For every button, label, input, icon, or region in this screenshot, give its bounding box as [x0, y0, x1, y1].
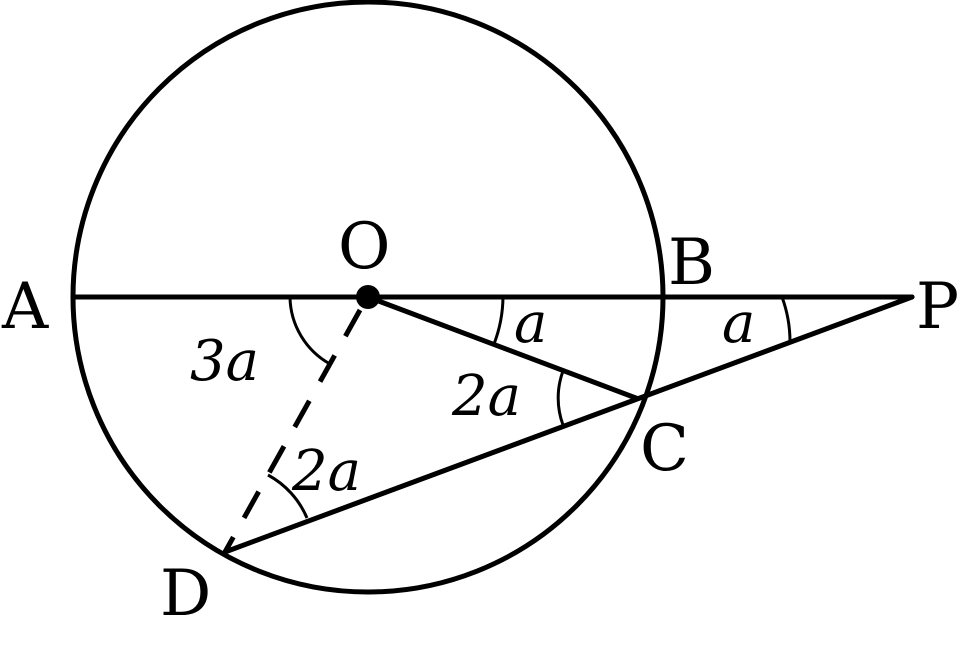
angle-arc-2a-at-c [556, 370, 565, 426]
point-label-o: O [338, 210, 390, 284]
angle-label-a-at-p: a [722, 291, 755, 356]
point-label-a: A [1, 270, 49, 344]
angle-arc-2a-at-d [267, 473, 309, 519]
angle-arc-a-at-o [492, 296, 505, 345]
line-o-c [365, 294, 639, 401]
point-label-c: C [640, 412, 689, 486]
angle-arc-a-at-p [780, 296, 792, 343]
angle-label-2a-at-d: 2a [291, 439, 361, 504]
dashed-line-o-d [222, 308, 363, 554]
angle-label-3a-at-o: 3a [190, 329, 259, 394]
line-p-d [222, 294, 915, 555]
center-point-o [356, 285, 380, 309]
angle-arc-3a-at-o [288, 296, 331, 366]
angle-label-a-at-o: a [514, 291, 547, 356]
point-label-d: D [160, 557, 211, 631]
angle-label-2a-at-c: 2a [451, 364, 521, 429]
point-label-b: B [668, 226, 715, 300]
point-label-p: P [916, 270, 959, 344]
